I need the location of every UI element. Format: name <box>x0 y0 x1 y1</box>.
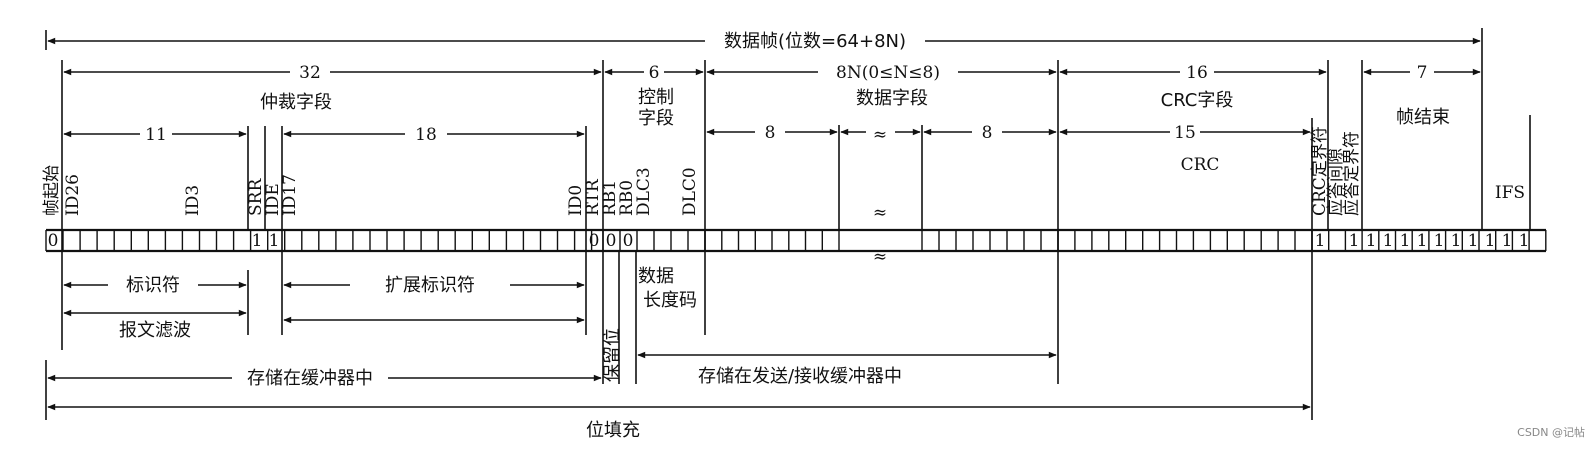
id-bits: 11 <box>145 125 167 145</box>
ack-delimiter-label: 应答定界符 <box>1342 131 1362 216</box>
msg-filter-label: 报文滤波 <box>119 320 191 341</box>
reserved-label: 保留位 <box>602 328 623 382</box>
bit-value: 0 <box>606 231 617 251</box>
sof-label: 帧起始 <box>42 165 62 216</box>
id26-label: ID26 <box>63 174 83 216</box>
dlc3-label: DLC3 <box>634 167 654 216</box>
byte2-bits: 8 <box>982 123 993 143</box>
bit-value: 1 <box>1468 231 1479 251</box>
dlc0-label: DLC0 <box>680 167 700 216</box>
identifier-label: 标识符 <box>126 275 180 296</box>
eof-label: 帧结束 <box>1396 107 1450 128</box>
crcfield-label: CRC字段 <box>1161 90 1234 111</box>
crcfield-bits: 16 <box>1186 63 1208 83</box>
ifs-label: IFS <box>1495 183 1525 203</box>
data-len-label-2: 长度码 <box>643 290 697 311</box>
ext-bits: 18 <box>415 125 437 145</box>
bit-value: 1 <box>269 231 280 251</box>
ext-identifier-label: 扩展标识符 <box>385 275 475 296</box>
bit-value: 0 <box>589 231 600 251</box>
crc-label: CRC <box>1181 155 1220 175</box>
bit-value: 1 <box>1451 231 1462 251</box>
data-label: 数据字段 <box>856 88 928 109</box>
ctrl-label-2: 字段 <box>638 108 674 129</box>
bit-value: 0 <box>48 231 59 251</box>
gap-symbol-mid1: ≈ <box>873 203 887 223</box>
bit-value: 1 <box>1502 231 1513 251</box>
ide-label: IDE <box>263 183 283 216</box>
data-bits: 8N(0≤N≤8) <box>836 63 940 83</box>
stored-txrx-label: 存储在发送/接收缓冲器中 <box>698 366 902 387</box>
arb-bits: 32 <box>299 63 321 83</box>
bit-value: 1 <box>1383 231 1394 251</box>
watermark: CSDN @记帖 <box>1517 426 1585 439</box>
crc-delimiter-label: CRC定界符 <box>1310 126 1330 216</box>
bit-value: 1 <box>1485 231 1496 251</box>
arb-label: 仲裁字段 <box>260 92 332 113</box>
ctrl-bits: 6 <box>649 63 660 83</box>
bit-value: 1 <box>1315 231 1326 251</box>
data-len-label-1: 数据 <box>638 266 674 287</box>
rtr-label: RTR <box>583 178 603 216</box>
bit-stuffing-label: 位填充 <box>586 420 640 441</box>
bit-value: 0 <box>623 231 634 251</box>
bit-value: 1 <box>1366 231 1377 251</box>
bit-value: 1 <box>1400 231 1411 251</box>
bit-value: 1 <box>1417 231 1428 251</box>
id3-label: ID3 <box>183 185 203 216</box>
gap-symbol-top: ≈ <box>873 125 887 145</box>
ctrl-label-1: 控制 <box>638 87 674 108</box>
bit-value: 1 <box>1349 231 1360 251</box>
rb1-label: RB1 <box>600 180 620 216</box>
crc-bits: 15 <box>1174 123 1196 143</box>
eof-bits: 7 <box>1417 63 1428 83</box>
frame-title: 数据帧(位数=64+8N) <box>724 31 906 52</box>
id0-label: ID0 <box>566 185 586 216</box>
rb0-label: RB0 <box>617 180 637 216</box>
stored-buffer-label: 存储在缓冲器中 <box>247 368 373 389</box>
gap-symbol-mid2: ≈ <box>873 247 887 267</box>
bit-value: 1 <box>252 231 263 251</box>
srr-label: SRR <box>246 178 266 216</box>
byte1-bits: 8 <box>765 123 776 143</box>
ack-slot-label: 应答间隙 <box>1326 148 1346 216</box>
bit-value: 1 <box>1519 231 1530 251</box>
bit-value: 1 <box>1434 231 1445 251</box>
id17-label: ID17 <box>280 174 300 216</box>
